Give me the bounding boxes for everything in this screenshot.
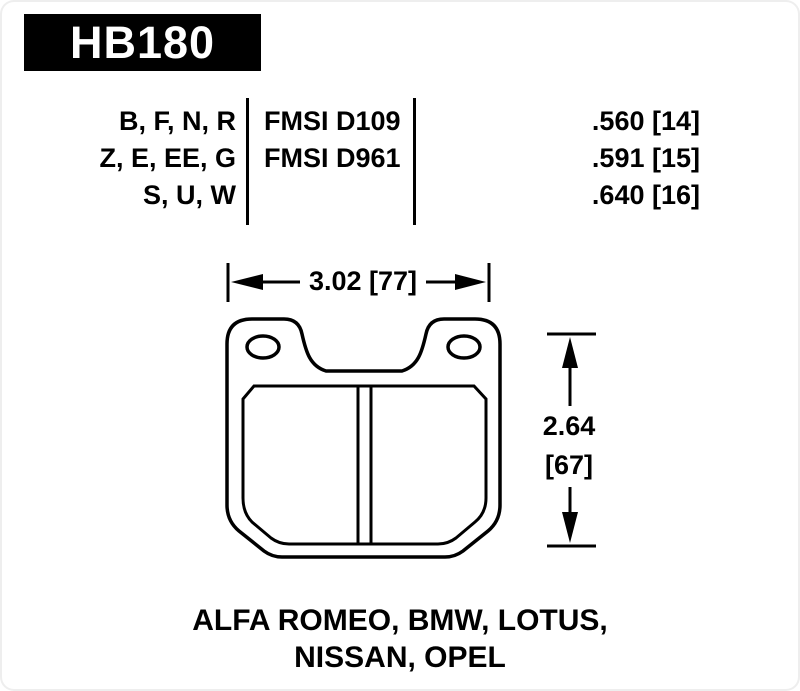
compound-codes-column: B, F, N, R Z, E, EE, G S, U, W: [36, 103, 236, 214]
applications-list: ALFA ROMEO, BMW, LOTUS, NISSAN, OPEL: [100, 602, 700, 676]
applications-line-1: ALFA ROMEO, BMW, LOTUS,: [192, 604, 608, 637]
pad-backplate-outline: [225, 317, 502, 559]
compound-codes-row-2: Z, E, EE, G: [99, 143, 236, 173]
left-ear-hole: [245, 334, 281, 360]
width-arrow-left-icon: [231, 274, 263, 290]
fmsi-row-2: FMSI D961: [264, 143, 401, 173]
right-ear-hole: [446, 334, 482, 360]
compound-codes-row-3: S, U, W: [143, 180, 236, 210]
thickness-row-3: .640 [16]: [591, 180, 700, 210]
height-dimension-lines: [547, 332, 596, 548]
compound-codes-row-1: B, F, N, R: [118, 106, 236, 136]
applications-line-2: NISSAN, OPEL: [294, 641, 506, 674]
thickness-row-2: .591 [15]: [591, 143, 700, 173]
part-number: HB180: [69, 17, 216, 68]
width-dimension-lines: [226, 263, 491, 302]
pad-friction-outline: [241, 384, 488, 546]
brake-pad-drawing: [225, 317, 502, 559]
height-dimension-label-inches: 2.64: [542, 411, 596, 441]
part-number-box: HB180: [24, 14, 261, 71]
width-dimension-label: 3.02 [77]: [308, 266, 418, 296]
width-arrow-right-icon: [455, 274, 486, 290]
table-divider-right: [413, 98, 416, 225]
fmsi-column: FMSI D109 FMSI D961: [264, 103, 484, 177]
height-arrow-down-icon: [562, 512, 578, 543]
thickness-column: .560 [14] .591 [15] .640 [16]: [500, 103, 700, 214]
thickness-row-1: .560 [14]: [591, 106, 700, 136]
fmsi-row-1: FMSI D109: [264, 106, 401, 136]
height-arrow-up-icon: [562, 337, 578, 368]
table-divider-left: [246, 98, 249, 225]
height-dimension-label-mm: [67]: [544, 450, 593, 480]
